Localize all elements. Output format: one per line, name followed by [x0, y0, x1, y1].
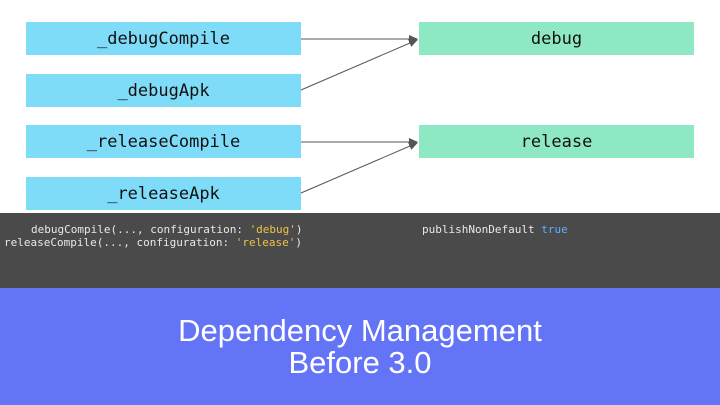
- node-label: _debugApk: [117, 80, 210, 101]
- node-debug-variant: debug: [419, 22, 694, 55]
- arrow-release-apk-to-release: [300, 142, 418, 194]
- node-label: _releaseApk: [107, 183, 220, 204]
- node-label: release: [520, 131, 593, 152]
- code-string: 'debug': [249, 223, 296, 236]
- arrows-layer: [300, 35, 418, 194]
- node-debug-apk: _debugApk: [26, 74, 301, 107]
- node-debug-compile: _debugCompile: [26, 22, 301, 55]
- node-label: debug: [530, 28, 583, 49]
- node-release-apk: _releaseApk: [26, 177, 301, 210]
- code-line-publish-non-default: publishNonDefault true: [422, 223, 568, 236]
- code-arguments: (..., configuration:: [96, 236, 236, 249]
- code-function: debugCompile: [31, 223, 111, 236]
- node-label: _debugCompile: [96, 28, 231, 49]
- node-release-variant: release: [419, 125, 694, 158]
- node-release-compile: _releaseCompile: [26, 125, 301, 158]
- arrow-debug-apk-to-debug: [300, 39, 418, 91]
- code-paren: ): [295, 236, 303, 249]
- title-line-1: Dependency Management: [178, 312, 542, 348]
- code-string: 'release': [235, 236, 296, 249]
- code-line-debug-compile: debugCompile(..., configuration: 'debug'…: [31, 223, 303, 236]
- code-paren: ): [295, 223, 303, 236]
- title-line-2: Before 3.0: [288, 344, 432, 380]
- title-banner: Dependency Management Before 3.0: [0, 288, 720, 405]
- node-label: _releaseCompile: [86, 131, 241, 152]
- code-line-release-compile: releaseCompile(..., configuration: 'rele…: [4, 236, 302, 249]
- code-function: releaseCompile: [4, 236, 97, 249]
- code-arguments: (..., configuration:: [110, 223, 250, 236]
- code-keyword: true: [541, 223, 568, 236]
- code-panel: debugCompile(..., configuration: 'debug'…: [0, 213, 720, 288]
- code-property: publishNonDefault: [422, 223, 542, 236]
